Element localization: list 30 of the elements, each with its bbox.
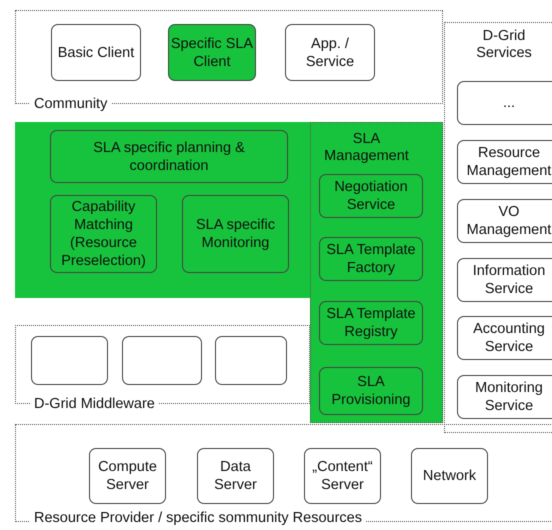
group-title: SLA Management [323,131,410,165]
component-box: Negotiation Service [319,174,423,218]
group-title: Resource Provider / specific sommunity Resources [30,510,366,527]
component-box: Data Server [197,448,274,504]
component-box: Basic Client [51,24,141,81]
component-box: Capability Matching (Resource Preselection) [50,195,157,273]
component-box: „Content“ Server [304,448,381,504]
empty-box [215,336,287,385]
empty-box [31,336,108,385]
component-box: SLA specific Monitoring [182,195,289,273]
component-box: ... [457,81,552,125]
group-title: D-Grid Services [475,28,533,62]
component-box: SLA Template Registry [319,301,423,345]
group-title: Community [30,96,112,113]
component-box: Network [411,448,488,504]
component-box: Information Service [457,258,552,302]
component-box: VO Management [457,199,552,243]
component-box: SLA specific planning & coordination [50,130,288,183]
group-frame [444,22,552,433]
component-box: SLA Provisioning [319,367,423,415]
group-frame [310,122,443,423]
component-box: SLA Template Factory [319,237,423,281]
component-box: App. / Service [285,24,375,81]
component-box: Specific SLA Client [168,24,256,81]
component-box: Compute Server [89,448,166,504]
component-box: Resource Management [457,140,552,184]
component-box: Accounting Service [457,316,552,360]
highlight-band [15,122,310,298]
empty-box [122,336,202,385]
component-box: Monitoring Service [457,375,552,419]
